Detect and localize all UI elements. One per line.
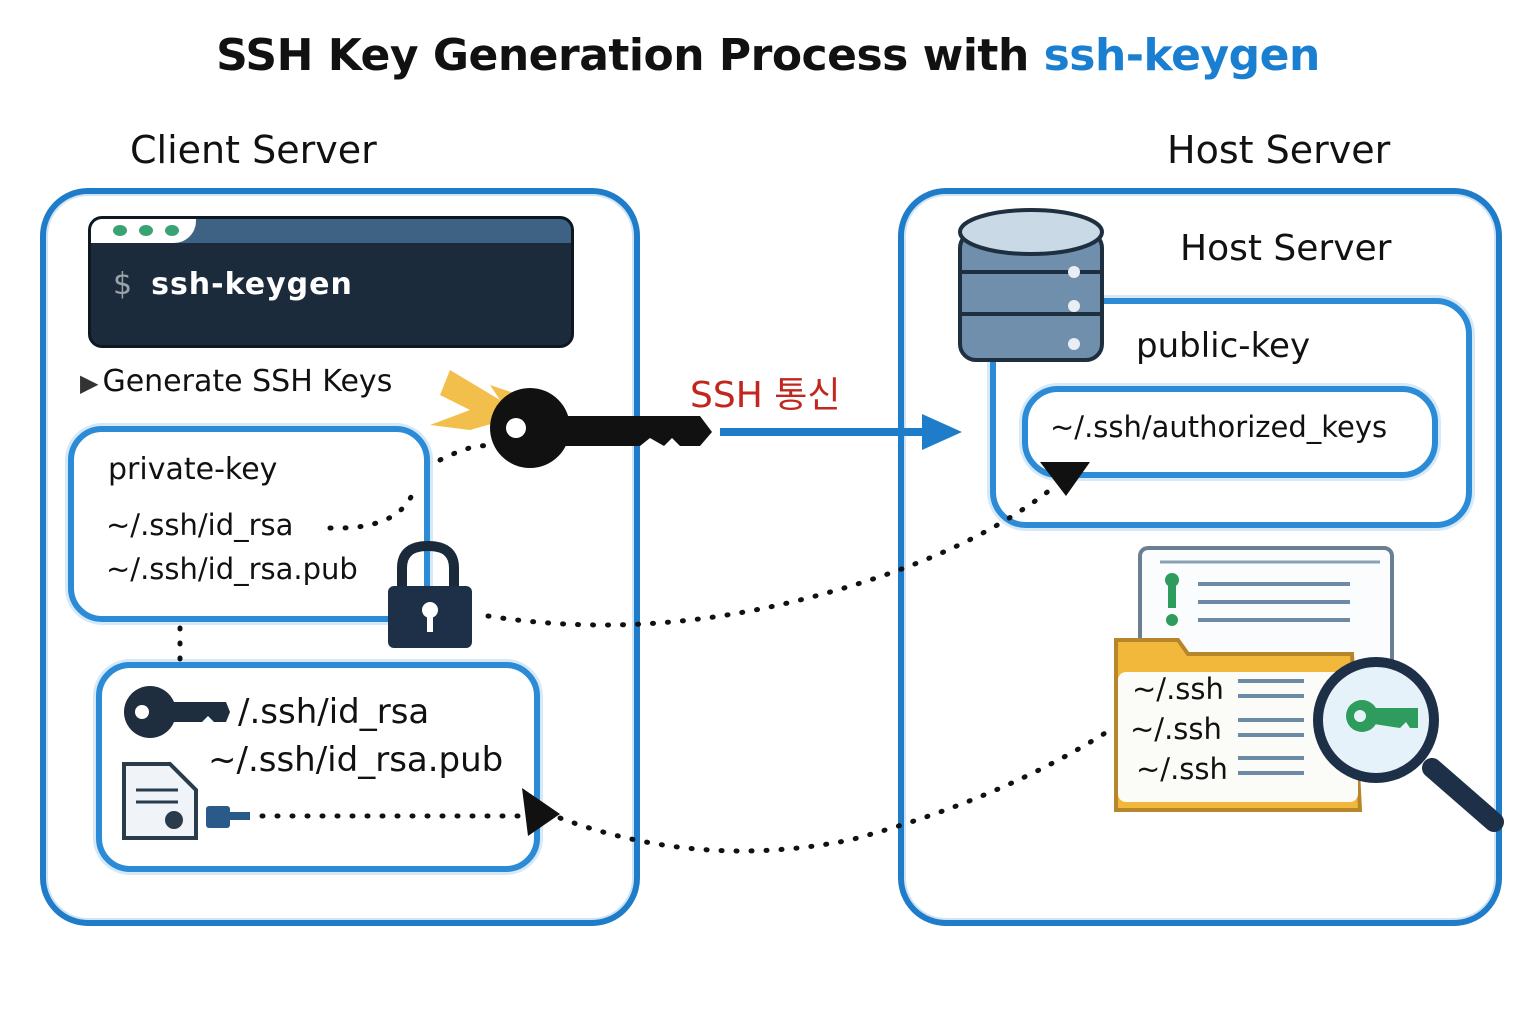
ssh-connection-label: SSH 통신 — [690, 375, 841, 416]
key-file-public: ~/.ssh/id_rsa.pub — [208, 740, 504, 780]
folder-entry-2: ~/.ssh — [1130, 712, 1222, 746]
terminal-titlebar — [91, 219, 571, 243]
magnifier-icon — [1313, 657, 1504, 832]
private-key-title: private-key — [108, 452, 278, 487]
private-key-file-1: ~/.ssh/id_rsa — [106, 508, 294, 542]
plug-icon — [206, 806, 250, 828]
flow-line — [485, 487, 1053, 628]
flow-lines — [177, 443, 1113, 854]
private-key-box — [68, 426, 430, 622]
lock-icon — [388, 540, 472, 648]
terminal-window: $ ssh-keygen — [88, 216, 574, 348]
host-panel-label: Host Server — [1167, 128, 1391, 172]
authorized-keys-pill — [1022, 386, 1438, 478]
client-panel-label: Client Server — [130, 128, 377, 172]
folder-entry-1: ~/.ssh — [1132, 672, 1224, 706]
title-text: SSH Key Generation Process with — [216, 30, 1044, 81]
window-dot-icon — [165, 225, 179, 236]
prompt-symbol: $ — [113, 267, 134, 302]
key-file-private: /.ssh/id_rsa — [238, 692, 430, 732]
flow-arrowhead-icon — [522, 788, 560, 836]
host-inner-label: Host Server — [1180, 228, 1392, 269]
flow-line — [437, 443, 497, 463]
ssh-connection-arrow — [720, 414, 962, 450]
folder-entry-3: ~/.ssh — [1136, 752, 1228, 786]
generate-step: ▶Generate SSH Keys — [80, 364, 392, 399]
small-key-icon — [124, 686, 230, 738]
generate-step-label: Generate SSH Keys — [102, 364, 393, 399]
database-icon — [958, 208, 1104, 362]
key-icon — [490, 388, 712, 468]
command-text: ssh-keygen — [151, 267, 353, 302]
flow-arrowhead-icon — [1040, 462, 1090, 496]
play-icon: ▶ — [80, 369, 99, 397]
flow-line — [557, 727, 1113, 854]
public-key-title: public-key — [1136, 326, 1311, 366]
private-key-file-2: ~/.ssh/id_rsa.pub — [106, 552, 358, 586]
folder-icon — [1114, 638, 1363, 812]
document-icon — [122, 762, 198, 840]
title-accent: ssh-keygen — [1043, 30, 1321, 81]
authorized-keys-file: ~/.ssh/authorized_keys — [1050, 410, 1388, 444]
terminal-command: $ ssh-keygen — [113, 267, 353, 302]
diagram-title: SSH Key Generation Process with ssh-keyg… — [0, 30, 1536, 81]
window-dot-icon — [113, 225, 127, 236]
window-dot-icon — [139, 225, 153, 236]
flow-line — [327, 487, 417, 531]
